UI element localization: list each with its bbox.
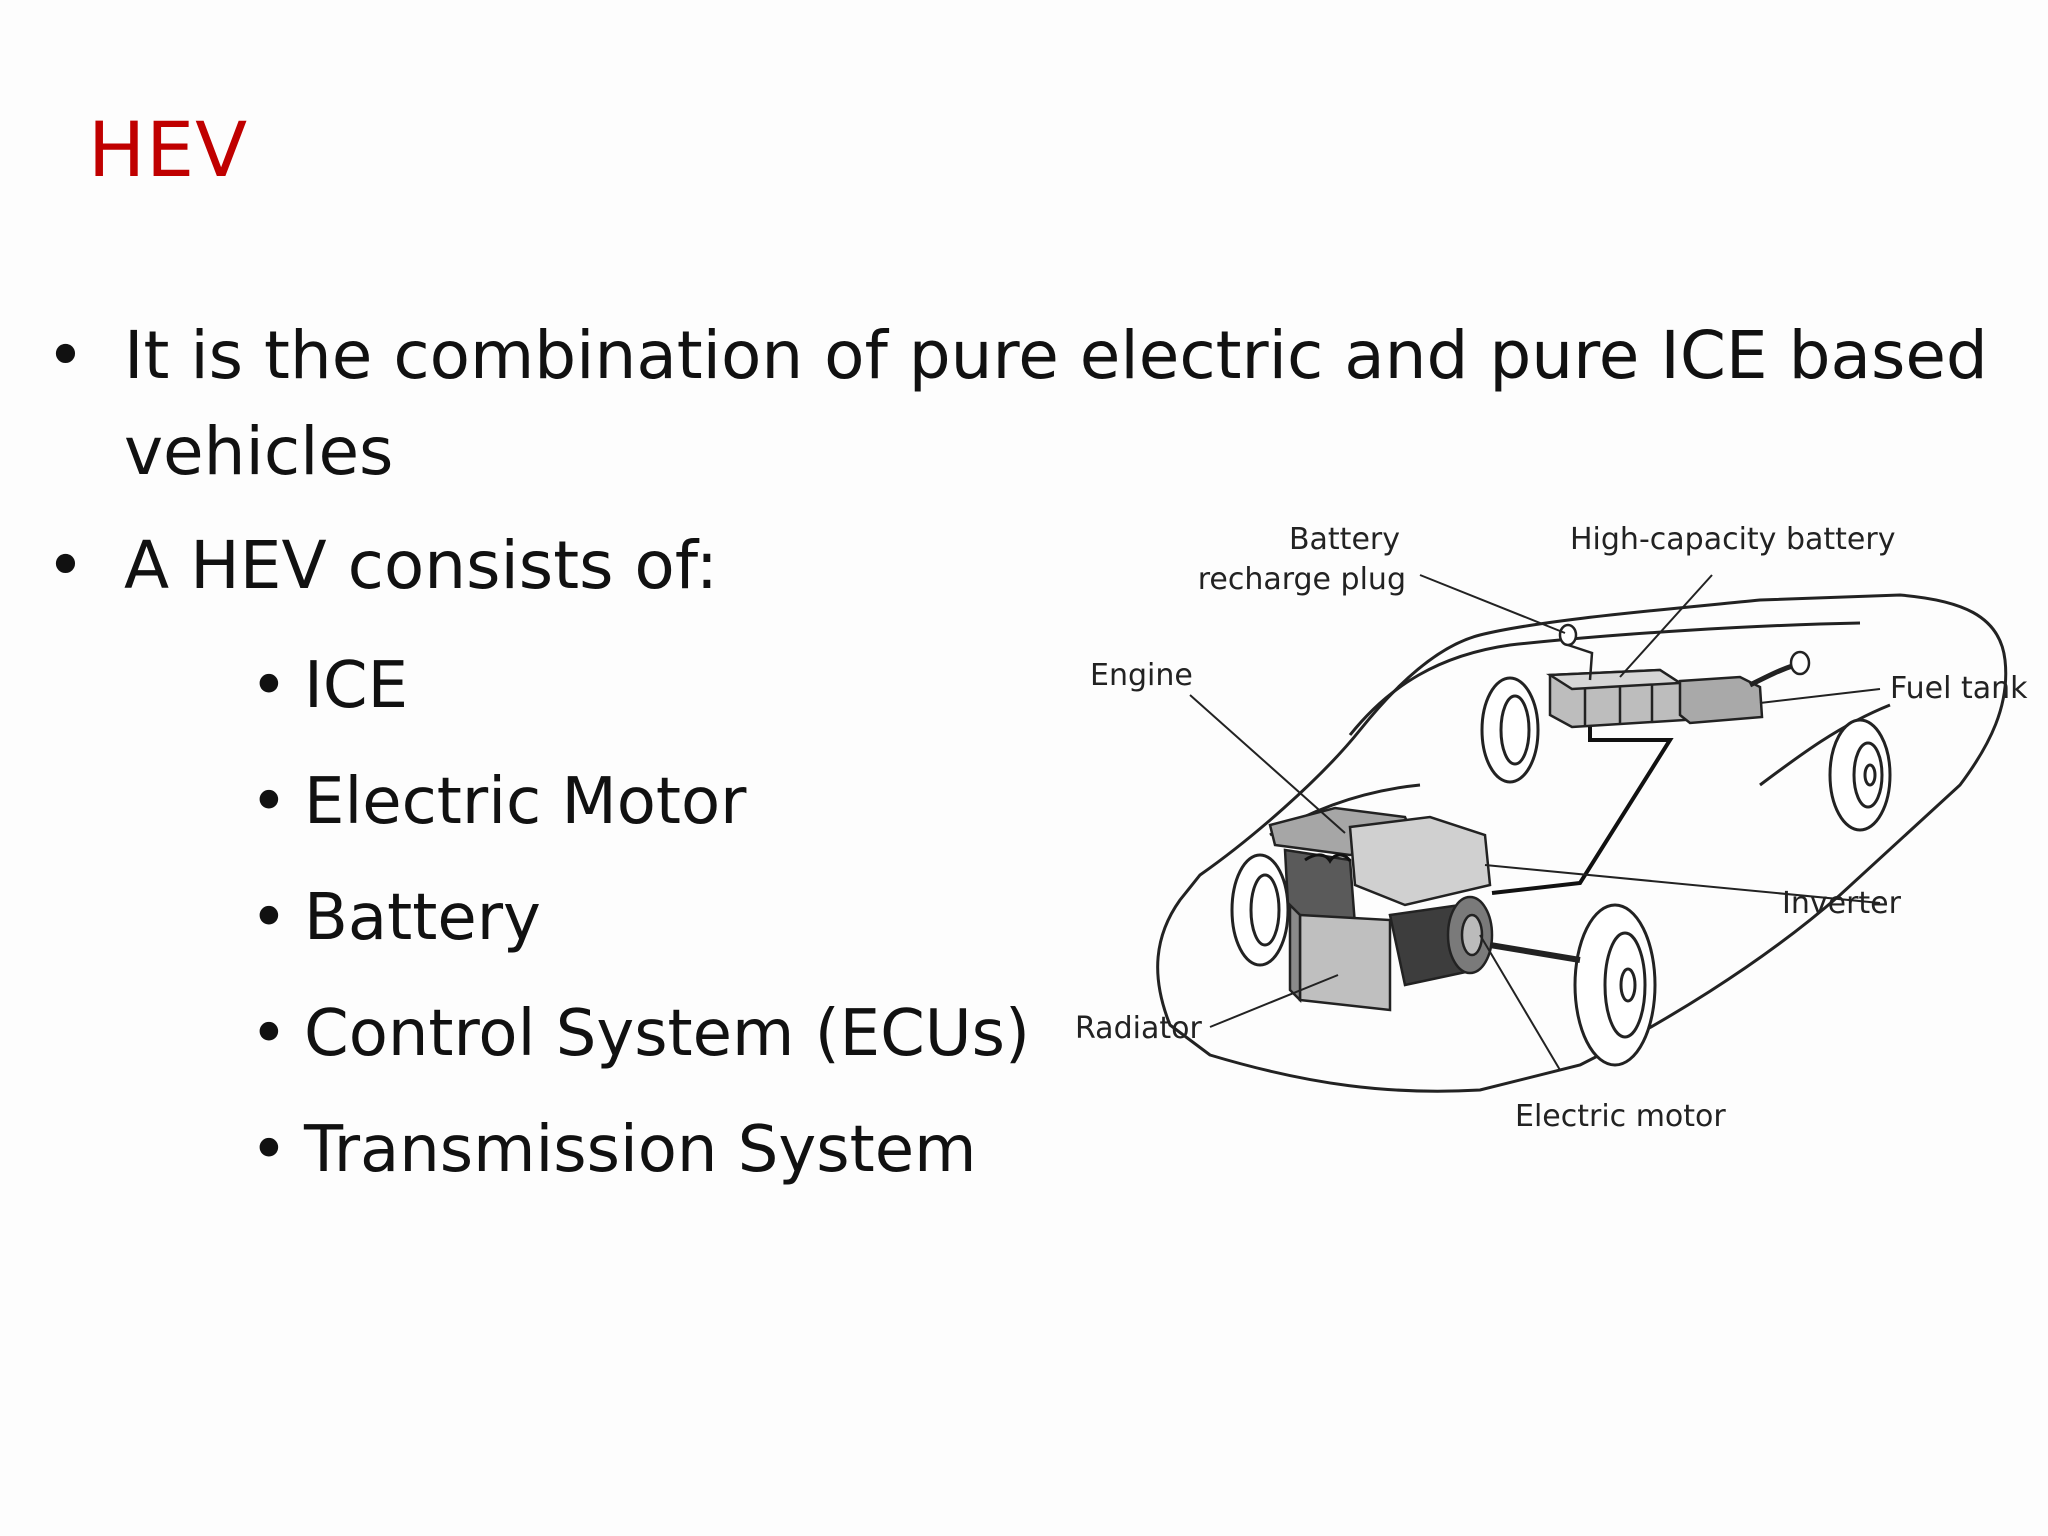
bullet-text: A HEV consists of: <box>124 527 718 604</box>
bullet-dot-icon: • <box>250 765 288 839</box>
leader-lines <box>1189 574 1881 1071</box>
wheel-rear-right <box>1828 718 1892 832</box>
component-item: • Control System (ECUs) <box>40 976 2000 1092</box>
bullet-text: It is the combination of pure electric a… <box>124 317 1988 490</box>
component-list: • ICE • Electric Motor • Battery • Contr… <box>40 628 2000 1208</box>
component-text: Transmission System <box>304 1113 977 1187</box>
bullet-dot-icon: • <box>46 527 85 604</box>
electric-motor <box>1388 895 1581 987</box>
bullet-dot-icon: • <box>250 997 288 1071</box>
car-body <box>1156 593 2008 1093</box>
wheel-front-left <box>1230 853 1290 967</box>
bullet-dot-icon: • <box>250 649 288 723</box>
wheel-front-right <box>1573 903 1657 1067</box>
component-text: ICE <box>304 649 408 723</box>
hev-car-illustration: Battery recharge plug High-capacity batt… <box>1075 522 2028 1134</box>
label-radiator: Radiator <box>1075 1011 1202 1046</box>
component-item: • Electric Motor <box>40 744 2000 860</box>
component-item: • ICE <box>40 628 2000 744</box>
hev-diagram: Battery recharge plug High-capacity batt… <box>1060 505 2030 1165</box>
bullet-dot-icon: • <box>250 881 288 955</box>
radiator <box>1288 901 1392 1012</box>
component-item: • Battery <box>40 860 2000 976</box>
bullet-dot-icon: • <box>250 1113 288 1187</box>
slide-title: HEV <box>88 105 249 194</box>
label-battery-plug-2: recharge plug <box>1198 562 1406 597</box>
engine-block <box>1268 806 1492 937</box>
bullet-item: • A HEV consists of: <box>40 518 2000 614</box>
component-item: • Transmission System <box>40 1092 2000 1208</box>
fuel-tank <box>1678 650 1811 725</box>
component-text: Control System (ECUs) <box>304 997 1030 1071</box>
bullet-dot-icon: • <box>46 317 85 394</box>
label-electric-motor: Electric motor <box>1515 1099 1726 1134</box>
bullet-item: • It is the combination of pure electric… <box>40 308 2048 500</box>
label-fuel-tank: Fuel tank <box>1890 671 2028 706</box>
label-engine: Engine <box>1090 658 1193 693</box>
battery-pack <box>1545 668 1687 729</box>
wheel-rear-left <box>1480 676 1540 784</box>
component-text: Battery <box>304 881 541 955</box>
label-inverter: Inverter <box>1782 886 1902 921</box>
wiring <box>1491 727 1674 895</box>
bullet-list: • It is the combination of pure electric… <box>40 308 2000 1208</box>
component-text: Electric Motor <box>304 765 747 839</box>
label-battery-plug-1: Battery <box>1289 522 1400 557</box>
recharge-plug <box>1558 623 1594 681</box>
label-high-capacity-battery: High-capacity battery <box>1570 522 1895 557</box>
